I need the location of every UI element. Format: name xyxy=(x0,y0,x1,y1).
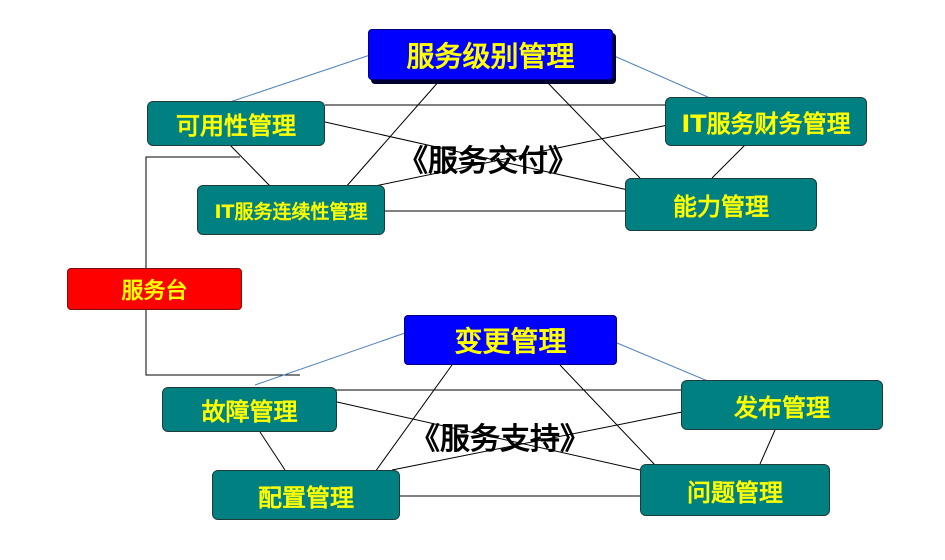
node-label: 可用性管理 xyxy=(176,112,296,140)
connector-finance-capacity xyxy=(711,144,746,179)
connector-slm-continuity xyxy=(344,79,441,189)
node-label: 服务台 xyxy=(121,279,188,304)
node-label: 服务级别管理 xyxy=(406,39,575,73)
connector-change-release xyxy=(616,342,711,383)
connector-bracket-service-desk xyxy=(145,156,300,376)
node-label: 问题管理 xyxy=(687,478,783,507)
node-it-service-financial-management: IT服务财务管理 xyxy=(665,97,867,146)
node-label: 发布管理 xyxy=(734,393,830,422)
connector-slm-availability xyxy=(229,54,371,103)
connector-release-problem xyxy=(759,429,776,465)
group-title-service-support: 《服务支持》 xyxy=(410,422,590,457)
node-label: IT服务连续性管理 xyxy=(214,200,368,223)
connector-incident-configuration xyxy=(259,431,286,471)
node-release-management: 发布管理 xyxy=(681,380,883,430)
node-label: IT服务财务管理 xyxy=(681,110,851,138)
node-service-level-management: 服务级别管理 xyxy=(368,29,613,80)
node-label: 配置管理 xyxy=(258,483,354,512)
node-capacity-management: 能力管理 xyxy=(625,178,817,231)
connector-availability-capacity xyxy=(324,121,629,191)
node-change-management: 变更管理 xyxy=(404,315,617,365)
node-it-service-continuity-management: IT服务连续性管理 xyxy=(197,185,385,235)
connector-incident-problem xyxy=(336,401,641,471)
node-availability-management: 可用性管理 xyxy=(147,101,325,146)
node-incident-management: 故障管理 xyxy=(162,387,337,432)
node-service-desk: 服务台 xyxy=(67,268,242,310)
node-problem-management: 问题管理 xyxy=(640,464,830,516)
connector-availability-continuity xyxy=(229,144,271,187)
connector-slm-finance xyxy=(611,54,711,99)
group-title-service-delivery: 《服务交付》 xyxy=(398,144,578,179)
connector-change-configuration xyxy=(374,364,453,473)
node-configuration-management: 配置管理 xyxy=(212,470,400,520)
connector-change-problem xyxy=(559,364,656,466)
node-label: 故障管理 xyxy=(201,398,298,426)
connector-change-incident xyxy=(254,332,406,386)
node-label: 变更管理 xyxy=(454,325,567,358)
connector-configuration-release xyxy=(391,411,683,471)
connector-slm-capacity xyxy=(544,79,641,179)
node-label: 能力管理 xyxy=(673,193,769,221)
connector-continuity-finance xyxy=(374,124,669,187)
